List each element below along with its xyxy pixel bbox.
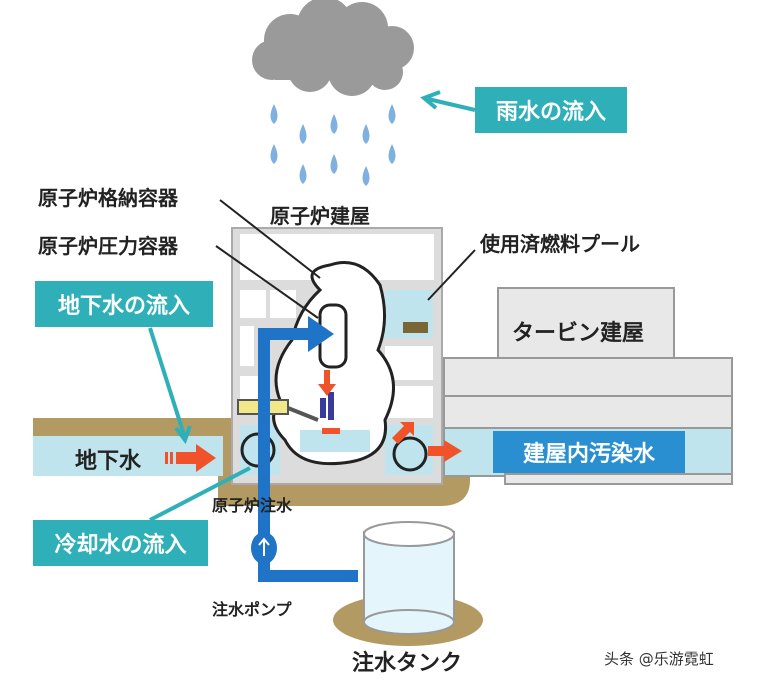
raindrop-icon <box>270 104 278 124</box>
label-containment-vessel: 原子炉格納容器 <box>38 186 178 210</box>
leader-lines <box>215 199 476 319</box>
turbine-building <box>443 287 733 485</box>
label-pressure-vessel: 原子炉圧力容器 <box>38 234 178 258</box>
watermark: 头条 @乐游霓虹 <box>604 650 714 668</box>
injection-pipe <box>258 316 358 582</box>
suppression-chamber-right <box>392 436 428 472</box>
raindrop-icon <box>330 154 338 174</box>
label-reactor-injection: 原子炉注水 <box>212 496 293 515</box>
label-injection-tank: 注水タンク <box>352 651 463 676</box>
raindrop-icon <box>362 166 370 186</box>
label-groundwater: 地下水 <box>75 449 142 474</box>
debris <box>322 428 340 434</box>
label-injection-pump: 注水ポンプ <box>212 600 292 619</box>
raindrop-icon <box>270 144 278 164</box>
callout-cooling-water-inflow: 冷却水の流入 <box>33 520 208 566</box>
control-rod <box>328 392 334 420</box>
control-rod <box>320 398 326 418</box>
orange-arrow-icon <box>392 422 414 444</box>
suppression-water <box>300 430 370 452</box>
raindrop-icon <box>299 164 307 184</box>
raindrop-icon <box>388 104 396 124</box>
label-turbine-building: タービン建屋 <box>512 321 645 346</box>
tank-icon <box>363 521 455 635</box>
callout-contaminated-water: 建屋内汚染水 <box>493 431 685 473</box>
callout-groundwater-inflow: 地下水の流入 <box>35 281 213 327</box>
raindrop-icon <box>362 124 370 144</box>
rain-callout-arrow <box>420 90 476 112</box>
label-spent-fuel-pool: 使用済燃料プール <box>480 232 640 256</box>
groundwater-callout-arrow <box>148 327 192 445</box>
cloud-icon <box>252 0 414 96</box>
label-reactor-building: 原子炉建屋 <box>270 204 370 228</box>
raindrop-icon <box>299 124 307 144</box>
pump-icon <box>251 532 277 564</box>
raindrop-icon <box>388 144 396 164</box>
callout-rain-inflow: 雨水の流入 <box>475 87 627 133</box>
cooling-callout-arrow <box>149 466 251 522</box>
orange-arrow-icon <box>428 440 462 462</box>
raindrop-icon <box>330 114 338 134</box>
raindrops <box>270 104 396 186</box>
orange-arrow-icon <box>165 444 216 472</box>
orange-arrow-icon <box>318 370 336 396</box>
